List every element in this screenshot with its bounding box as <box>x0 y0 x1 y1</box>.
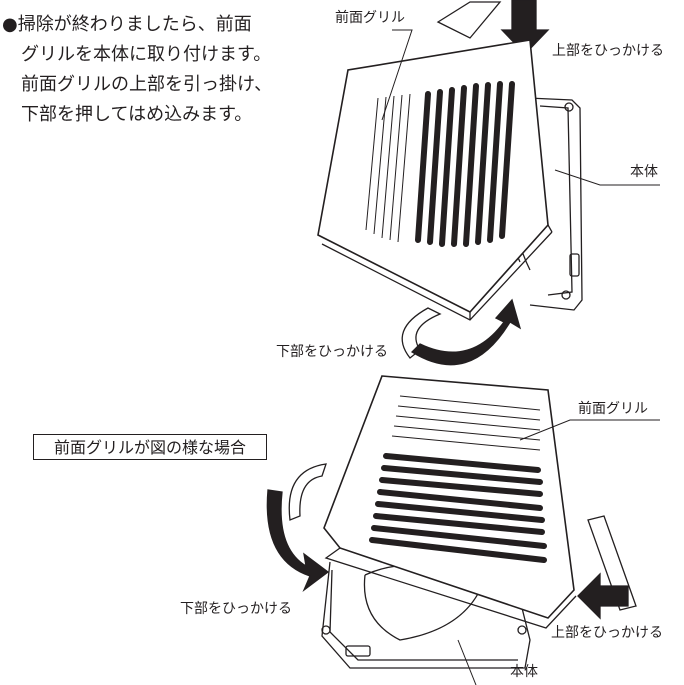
instruction-line-4: 下部を押してはめ込みます。 <box>21 104 253 125</box>
label-top-bottom-hook: 下部をひっかける <box>276 344 388 360</box>
label-top-body: 本体 <box>630 164 658 180</box>
label-top-grille: 前面グリル <box>335 10 405 26</box>
alternate-grille-note: 前面グリルが図の様な場合 <box>33 434 267 460</box>
instruction-line-3: 前面グリルの上部を引っ掛け、 <box>21 74 273 95</box>
instruction-text: ●掃除が終わりましたら、前面 グリルを本体に取り付けます。 前面グリルの上部を引… <box>2 10 272 130</box>
bottom-bottom-hook-arrow <box>266 463 330 592</box>
top-grille-dark-slots <box>415 81 515 247</box>
top-figure <box>317 0 660 366</box>
leader-top-grille <box>381 29 413 121</box>
bottom-grille-slots <box>391 395 541 451</box>
label-top-hook: 上部をひっかける <box>552 43 664 59</box>
bottom-grille-dark-slots <box>369 453 547 563</box>
top-hook-arrow <box>436 0 550 55</box>
instruction-line-1: ●掃除が終わりましたら、前面 <box>2 10 272 40</box>
top-bottom-hook-arrow <box>401 298 522 366</box>
bottom-figure <box>266 375 660 685</box>
leader-top-body <box>554 169 660 186</box>
label-bottom-bottom-hook: 下部をひっかける <box>180 601 292 617</box>
instruction-line-2: グリルを本体に取り付けます。 <box>21 44 272 65</box>
leader-bottom-body <box>457 639 477 685</box>
leader-bottom-grille <box>519 419 660 441</box>
bottom-top-hook-arrow <box>577 515 637 620</box>
label-bottom-body: 本体 <box>510 664 538 680</box>
label-bottom-top-hook: 上部をひっかける <box>551 625 663 641</box>
bullet: ● <box>2 14 18 35</box>
top-grille-slots <box>365 93 411 243</box>
label-bottom-grille: 前面グリル <box>578 401 648 417</box>
